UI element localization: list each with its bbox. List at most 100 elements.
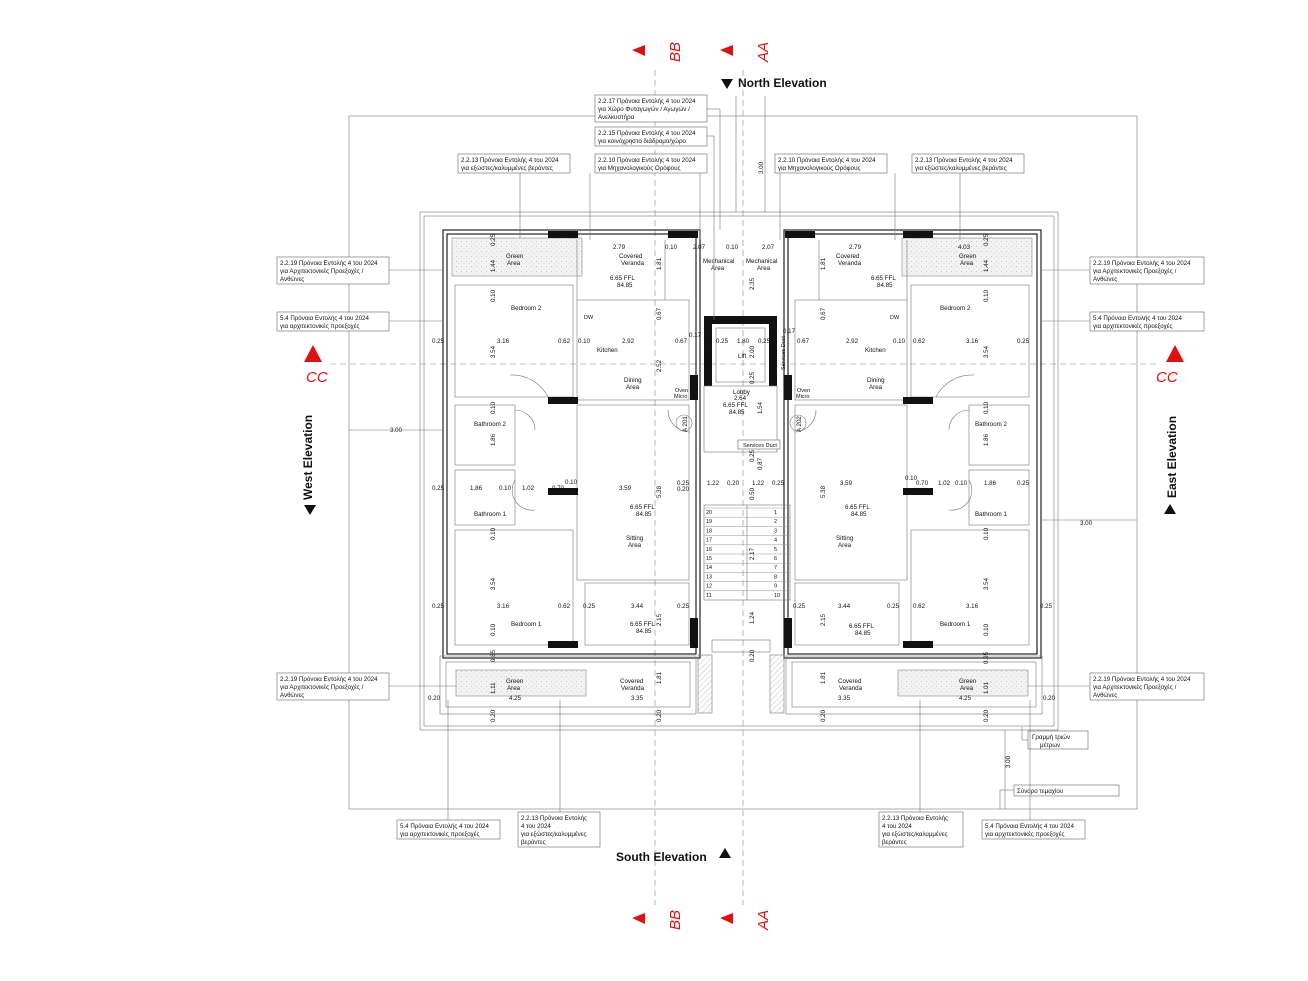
stair-step-number: 20 <box>706 510 712 516</box>
svg-text:0.62: 0.62 <box>558 338 571 345</box>
stair-step-number: 4 <box>774 538 777 544</box>
stair-step-number: 19 <box>706 519 712 525</box>
note-plot-boundary: Σύνορο τεμαχίου <box>1013 784 1120 797</box>
svg-text:0.10: 0.10 <box>983 527 990 540</box>
svg-text:για εξώστες/καλυμμένες βεράντε: για εξώστες/καλυμμένες βεράντες <box>461 165 553 172</box>
svg-text:1.81: 1.81 <box>820 671 827 684</box>
svg-text:για Αρχιτεκτονικές Προεξοχές /: για Αρχιτεκτονικές Προεξοχές / <box>1093 684 1177 691</box>
east-arrow-icon <box>1164 504 1176 514</box>
section-label: AA <box>755 42 772 63</box>
svg-text:Services Duct: Services Duct <box>743 443 777 449</box>
note-three-metre-line: Γραμμή τριών μέτρων <box>1027 730 1089 750</box>
svg-text:για εξώστες/καλυμμένες βεράντε: για εξώστες/καλυμμένες βεράντες <box>915 165 1007 172</box>
svg-text:Green: Green <box>506 678 524 685</box>
svg-text:0.10: 0.10 <box>490 401 497 414</box>
svg-text:0.25: 0.25 <box>1040 603 1053 610</box>
svg-text:Mechanical: Mechanical <box>746 258 777 265</box>
svg-text:2.2.13 Πρόνοια Εντολής: 2.2.13 Πρόνοια Εντολής <box>521 815 587 822</box>
svg-text:0.62: 0.62 <box>913 338 926 345</box>
note-2213-top-right: 2.2.13 Πρόνοια Εντολής 4 του 2024 για εξ… <box>911 153 1025 174</box>
dimension-labels: 3.00 2.79 2.79 4.03 2.07 2.07 0.10 0.10 … <box>390 161 1093 768</box>
svg-text:0.17: 0.17 <box>783 328 796 335</box>
svg-text:2.17: 2.17 <box>749 547 756 560</box>
svg-text:0.67: 0.67 <box>675 338 688 345</box>
svg-text:0.10: 0.10 <box>983 401 990 414</box>
svg-text:84.85: 84.85 <box>877 282 893 289</box>
south-arrow-icon <box>719 848 731 858</box>
svg-text:Area: Area <box>757 265 771 272</box>
stair-step-number: 14 <box>706 565 712 571</box>
svg-text:2.15: 2.15 <box>820 613 827 626</box>
svg-text:6.65 FFL: 6.65 FFL <box>723 402 748 409</box>
door-tag-a201: A 201 <box>682 416 689 432</box>
svg-text:3.54: 3.54 <box>983 345 990 358</box>
note-2217: 2.2.17 Πρόνοια Εντολής 4 του 2024 για Χώ… <box>594 94 708 123</box>
svg-text:3.59: 3.59 <box>840 480 853 487</box>
svg-text:0.70: 0.70 <box>916 480 929 487</box>
section-marker-bb-bottom: BB <box>632 910 684 930</box>
svg-text:Lift: Lift <box>738 353 747 360</box>
svg-text:2.2.17 Πρόνοια Εντολής 4 του 2: 2.2.17 Πρόνοια Εντολής 4 του 2024 <box>598 98 696 105</box>
section-marker-aa-bottom: AA <box>720 910 772 931</box>
stair-step-number: 2 <box>774 519 777 525</box>
svg-text:Ανθώνες: Ανθώνες <box>280 692 304 699</box>
svg-text:0.62: 0.62 <box>913 603 926 610</box>
svg-text:0.25: 0.25 <box>758 338 771 345</box>
svg-text:0.25: 0.25 <box>432 603 445 610</box>
svg-text:Dining: Dining <box>867 377 885 384</box>
svg-text:Micro: Micro <box>674 394 687 400</box>
svg-text:1.22: 1.22 <box>752 480 765 487</box>
note-2219-top-left: 2.2.19 Πρόνοια Εντολής 4 του 2024 για Αρ… <box>276 256 390 285</box>
note-2210-left: 2.2.10 Πρόνοια Εντολής 4 του 2024 για Μη… <box>594 153 708 174</box>
svg-text:Area: Area <box>626 384 640 391</box>
svg-text:Lobby: Lobby <box>733 389 751 396</box>
stair-step-number: 12 <box>706 584 712 590</box>
svg-text:0.10: 0.10 <box>499 485 512 492</box>
svg-text:0.10: 0.10 <box>490 289 497 302</box>
svg-text:Ανελκυστήρα: Ανελκυστήρα <box>598 114 635 121</box>
svg-text:Services Duct: Services Duct <box>781 336 787 370</box>
note-54-top-left: 5.4 Πρόνοια Εντολής 4 του 2024 για αρχιτ… <box>276 311 390 332</box>
svg-text:0.25: 0.25 <box>432 485 445 492</box>
svg-text:Ανθώνες: Ανθώνες <box>1093 692 1117 699</box>
stair-step-number: 6 <box>774 556 777 562</box>
svg-text:0.10: 0.10 <box>565 479 578 486</box>
svg-text:για αρχιτεκτονικές προεξοχές: για αρχιτεκτονικές προεξοχές <box>280 323 359 330</box>
svg-text:Bedroom 1: Bedroom 1 <box>511 621 542 628</box>
section-label: AA <box>755 910 772 931</box>
stair-step-number: 15 <box>706 556 712 562</box>
structural-columns <box>548 231 933 648</box>
svg-text:Area: Area <box>869 384 883 391</box>
section-label: BB <box>667 910 684 930</box>
svg-text:Mechanical: Mechanical <box>703 258 734 265</box>
note-2210-right: 2.2.10 Πρόνοια Εντολής 4 του 2024 για Μη… <box>774 153 888 174</box>
svg-text:Bedroom 2: Bedroom 2 <box>940 305 971 312</box>
svg-text:5.38: 5.38 <box>656 485 663 498</box>
svg-text:4 του 2024: 4 του 2024 <box>882 823 912 830</box>
svg-text:0.10: 0.10 <box>578 338 591 345</box>
svg-text:0.10: 0.10 <box>983 289 990 302</box>
svg-text:2.15: 2.15 <box>656 613 663 626</box>
three-metre-line <box>348 115 1138 810</box>
note-2219-bottom-right: 2.2.19 Πρόνοια Εντολής 4 του 2024 για Αρ… <box>1089 672 1205 701</box>
section-label: CC <box>306 369 328 386</box>
svg-text:1.54: 1.54 <box>757 401 764 414</box>
svg-text:0.85: 0.85 <box>490 649 497 662</box>
svg-text:Micro: Micro <box>796 394 809 400</box>
svg-text:2.2.19 Πρόνοια Εντολής 4 του 2: 2.2.19 Πρόνοια Εντολής 4 του 2024 <box>1093 260 1191 267</box>
svg-text:Sitting: Sitting <box>836 535 854 542</box>
section-marker-aa-top: AA <box>720 42 772 63</box>
svg-text:Area: Area <box>711 265 725 272</box>
svg-text:3.54: 3.54 <box>983 577 990 590</box>
svg-text:Covered: Covered <box>619 253 643 260</box>
svg-text:2.79: 2.79 <box>849 244 862 251</box>
svg-text:2.00: 2.00 <box>749 345 756 358</box>
note-54-top-right: 5.4 Πρόνοια Εντολής 4 του 2024 για αρχιτ… <box>1089 311 1205 332</box>
svg-text:0.25: 0.25 <box>772 480 785 487</box>
svg-text:0.20: 0.20 <box>820 709 827 722</box>
svg-text:0.25: 0.25 <box>793 603 806 610</box>
svg-text:1.81: 1.81 <box>656 257 663 270</box>
svg-text:84.85: 84.85 <box>855 630 871 637</box>
svg-text:0.87: 0.87 <box>757 457 764 470</box>
section-marker-bb-top: BB <box>632 42 684 62</box>
